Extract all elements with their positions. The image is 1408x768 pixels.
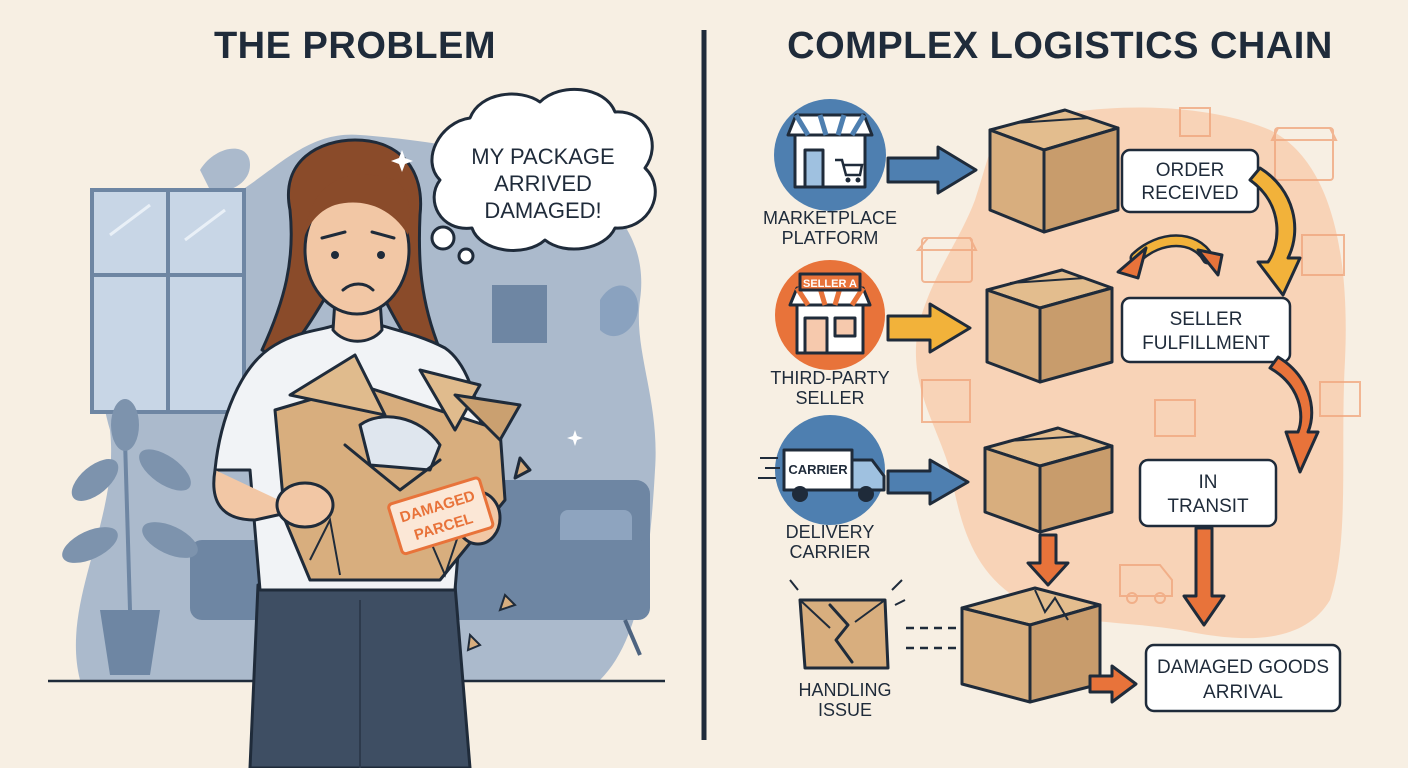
- actor-handling-issue: HANDLING ISSUE: [789, 579, 906, 720]
- thought-bubble: MY PACKAGE ARRIVED DAMAGED!: [430, 87, 657, 265]
- bubble-line-3: DAMAGED!: [484, 198, 601, 223]
- arrow-damaged-to-arrival: [1088, 664, 1138, 704]
- arrow-order-to-fulfillment: [1248, 166, 1302, 297]
- damaged-parcel-box: DAMAGED PARCEL: [273, 353, 532, 652]
- potted-plant: [62, 399, 198, 675]
- stage-in-transit: IN TRANSIT: [1138, 458, 1278, 528]
- actor-label-3b: CARRIER: [789, 542, 870, 562]
- stage-label-2a: SELLER: [1170, 309, 1243, 330]
- bubble-line-1: MY PACKAGE: [471, 144, 614, 169]
- problem-panel: THE PROBLEM: [48, 25, 665, 768]
- actor-label-2a: THIRD-PARTY: [770, 368, 889, 388]
- arrow-fulfillment-to-transit: [1268, 355, 1320, 474]
- actor-label-4a: HANDLING: [798, 680, 891, 700]
- actor-label-1b: PLATFORM: [782, 228, 879, 248]
- stage-label-1b: RECEIVED: [1141, 183, 1238, 204]
- stage-label-3b: TRANSIT: [1167, 496, 1249, 517]
- flow-arrows: [886, 145, 1320, 704]
- logistics-panel: COMPLEX LOGISTICS CHAIN: [758, 25, 1361, 720]
- box-in-transit: [983, 426, 1114, 534]
- sparkle-icon: [567, 430, 583, 446]
- arrow-carrier-to-transit: [886, 458, 970, 506]
- actor-label-3a: DELIVERY: [786, 522, 875, 542]
- actor-label-1a: MARKETPLACE: [763, 208, 897, 228]
- actor-marketplace-platform: MARKETPLACE PLATFORM: [763, 99, 897, 248]
- stage-order-received: ORDER RECEIVED: [1120, 148, 1260, 214]
- box-seller-fulfillment: [985, 268, 1114, 384]
- bubble-line-2: ARRIVED: [494, 171, 592, 196]
- arrow-seller-to-fulfillment: [886, 302, 972, 354]
- stage-label-4b: ARRIVAL: [1203, 682, 1283, 703]
- faint-background-icons: [915, 107, 1361, 604]
- actor-label-2b: SELLER: [795, 388, 864, 408]
- carrier-sign: CARRIER: [788, 462, 848, 477]
- seller-sign: SELLER A: [803, 278, 857, 290]
- logistics-title: COMPLEX LOGISTICS CHAIN: [787, 25, 1333, 67]
- actor-third-party-seller: SELLER A THIRD-PARTY SELLER: [770, 260, 890, 408]
- problem-title: THE PROBLEM: [214, 25, 496, 67]
- stage-seller-fulfillment: SELLER FULFILLMENT: [1120, 296, 1292, 364]
- stage-label-3a: IN: [1199, 472, 1218, 493]
- actor-delivery-carrier: CARRIER DELIVERY CARRIER: [758, 415, 886, 562]
- stage-label-4a: DAMAGED GOODS: [1157, 657, 1329, 678]
- wall-picture: [492, 285, 547, 343]
- arrow-handling-dashed: [906, 626, 960, 650]
- stage-label-1a: ORDER: [1156, 160, 1225, 181]
- box-order-received: [988, 108, 1120, 234]
- arrow-marketplace-to-order: [886, 145, 978, 195]
- arrow-transit-down-left: [1026, 533, 1070, 587]
- stage-damaged-goods-arrival: DAMAGED GOODS ARRIVAL: [1144, 643, 1342, 713]
- box-damaged: [960, 586, 1102, 704]
- room-window: [90, 188, 246, 414]
- stage-label-2b: FULFILLMENT: [1142, 333, 1270, 354]
- sparkle-icon: [391, 150, 413, 172]
- actor-label-4b: ISSUE: [818, 700, 872, 720]
- arrow-transit-down-right: [1182, 526, 1226, 627]
